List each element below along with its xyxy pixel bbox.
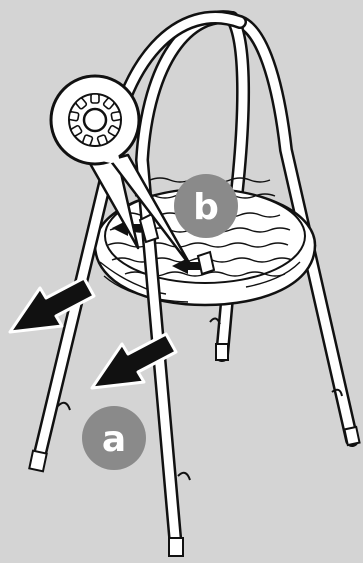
step-label-a: a <box>102 419 126 460</box>
step-badge-a: a <box>82 406 146 470</box>
step-label-b: b <box>193 187 219 228</box>
step-badge-b: b <box>174 174 238 238</box>
circular-callout-icon <box>69 94 122 146</box>
